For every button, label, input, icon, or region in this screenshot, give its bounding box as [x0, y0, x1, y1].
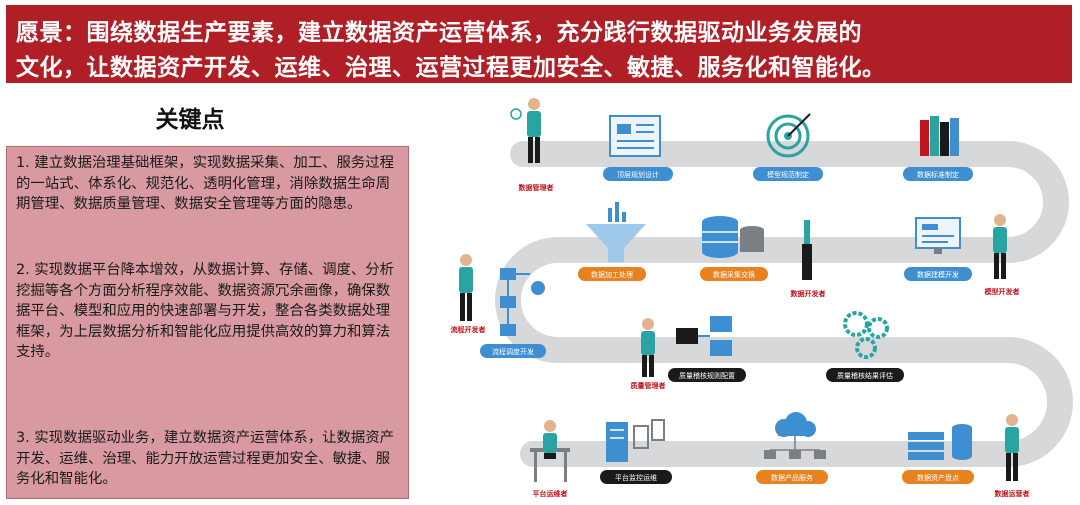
role-label-data-manager: 数据管理者 [519, 183, 554, 192]
gears-icon [843, 311, 889, 359]
step-pill-monitor [600, 470, 672, 484]
step-pill-asset-inventory [902, 470, 974, 484]
step-label-quality-rules: 质量稽核规则配置 [679, 371, 735, 380]
role-label-platform-ops: 平台运维者 [533, 489, 568, 498]
platform-ops-figure [530, 420, 570, 482]
key-point-3: 3. 实现数据驱动业务，建立数据资产运营体系，让数据资产开发、运维、治理、能力开… [16, 430, 395, 488]
key-point-1: 1. 建立数据治理基础框架，实现数据采集、加工、服务过程的一站式、体系化、规范化… [16, 155, 395, 213]
books-icon [920, 116, 959, 156]
step-pill-standard-spec [903, 167, 973, 181]
step-pill-product-service [756, 470, 828, 484]
step-label-processing: 数据加工处理 [591, 270, 633, 279]
monitor-chart-icon [915, 217, 961, 254]
step-pill-flow-dev [480, 344, 546, 358]
cloud-network-icon [764, 412, 826, 459]
step-pill-quality-rules [668, 368, 746, 382]
key-point-2: 2. 实现数据平台降本增效，从数据计算、存储、调度、分析挖掘等各个方面分析程序效… [16, 262, 395, 361]
flowchart-icon [500, 268, 545, 336]
data-lifecycle-road-diagram: 顶层规划设计 模型规范制定 数据标准制定 数据加工处理 数据采集交换 数据建模开… [451, 98, 1073, 498]
vision-line-1: 愿景：围绕数据生产要素，建立数据资产运营体系，充分践行数据驱动业务发展的 [16, 20, 862, 46]
server-devices-icon [606, 419, 665, 462]
target-icon [766, 113, 811, 158]
step-label-monitor: 平台监控运维 [615, 473, 657, 482]
document-icon [609, 115, 661, 157]
role-label-data-developer: 数据开发者 [791, 289, 826, 298]
step-label-product-service: 数据产品服务 [771, 473, 813, 482]
role-label-model-developer: 模型开发者 [985, 287, 1020, 296]
key-points-box: 1. 建立数据治理基础框架，实现数据采集、加工、服务过程的一站式、体系化、规范化… [6, 146, 409, 499]
data-manager-figure [510, 98, 541, 163]
step-label-modeling: 数据建模开发 [917, 270, 959, 279]
step-label-asset-inventory: 数据资产盘点 [917, 473, 959, 482]
step-label-standard-spec: 数据标准制定 [917, 170, 959, 179]
step-label-model-spec: 模型规范制定 [767, 170, 809, 179]
flow-developer-figure [459, 254, 473, 321]
key-points-title: 关键点 [155, 107, 225, 133]
role-label-quality-manager: 质量管理者 [631, 381, 666, 390]
vision-banner: 愿景：围绕数据生产要素，建立数据资产运营体系，充分践行数据驱动业务发展的 文化，… [6, 5, 1072, 83]
funnel-icon [586, 202, 646, 262]
database-icon [702, 216, 764, 258]
winding-road [495, 141, 1073, 467]
data-developer-figure [802, 220, 812, 280]
quality-manager-figure [641, 318, 655, 377]
step-label-flow-dev: 流程调度开发 [492, 347, 534, 356]
role-label-data-operator: 数据运营者 [995, 489, 1030, 498]
step-pill-quality-eval [826, 368, 904, 382]
role-label-flow-developer: 流程开发者 [451, 325, 486, 334]
vision-line-2: 文化，让数据资产开发、运维、治理、运营过程更加安全、敏捷、服务化和智能化。 [16, 55, 886, 81]
step-pill-model-spec [753, 167, 823, 181]
data-operator-figure [1005, 414, 1019, 481]
step-pill-collection [700, 267, 768, 281]
step-pill-processing [578, 267, 646, 281]
model-developer-figure [993, 214, 1007, 279]
step-pill-top-design [603, 167, 673, 181]
step-pill-modeling [904, 267, 972, 281]
folders-icon [676, 316, 732, 356]
step-label-quality-eval: 质量稽核结果评估 [837, 371, 893, 380]
server-stack-icon [908, 424, 972, 460]
step-label-collection: 数据采集交换 [713, 270, 755, 279]
step-label-top-design: 顶层规划设计 [617, 170, 659, 179]
